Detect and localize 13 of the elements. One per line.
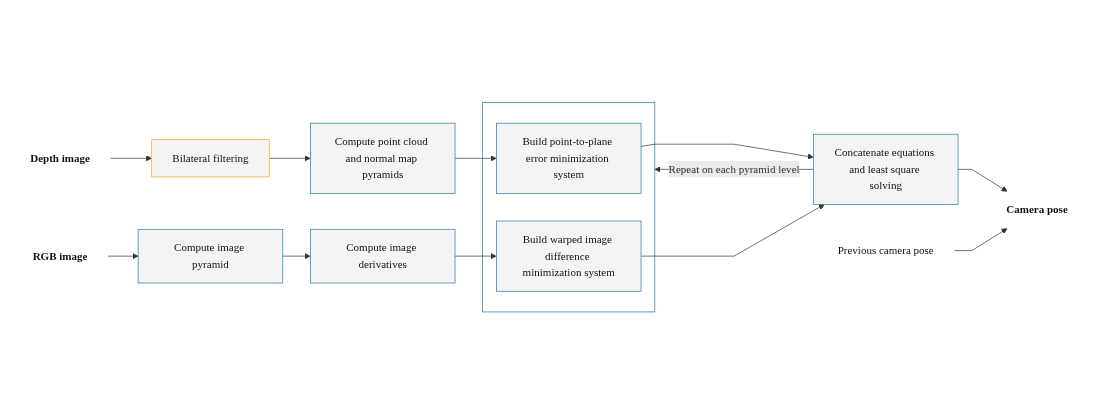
node-box: Concatenate equations and least square solving [813,133,959,205]
node-box: Compute image pyramid [137,228,284,284]
node-text: Depth image [30,151,90,164]
node-box: Compute image derivatives [310,228,456,284]
node-box: Bilateral filtering [151,139,270,178]
node-box: Compute point cloud and normal map pyramids [310,122,456,194]
cluster [482,101,656,313]
node-text: RGB image [32,249,88,262]
node-text: Previous camera pose [837,244,934,256]
node-box: Build point-to-plane error minimization system [496,122,642,194]
edge-label: Repeat on each pyramid level [668,162,800,175]
node-text: Camera pose [1006,203,1068,216]
node-box: Build warped image difference minimization system [496,220,642,292]
